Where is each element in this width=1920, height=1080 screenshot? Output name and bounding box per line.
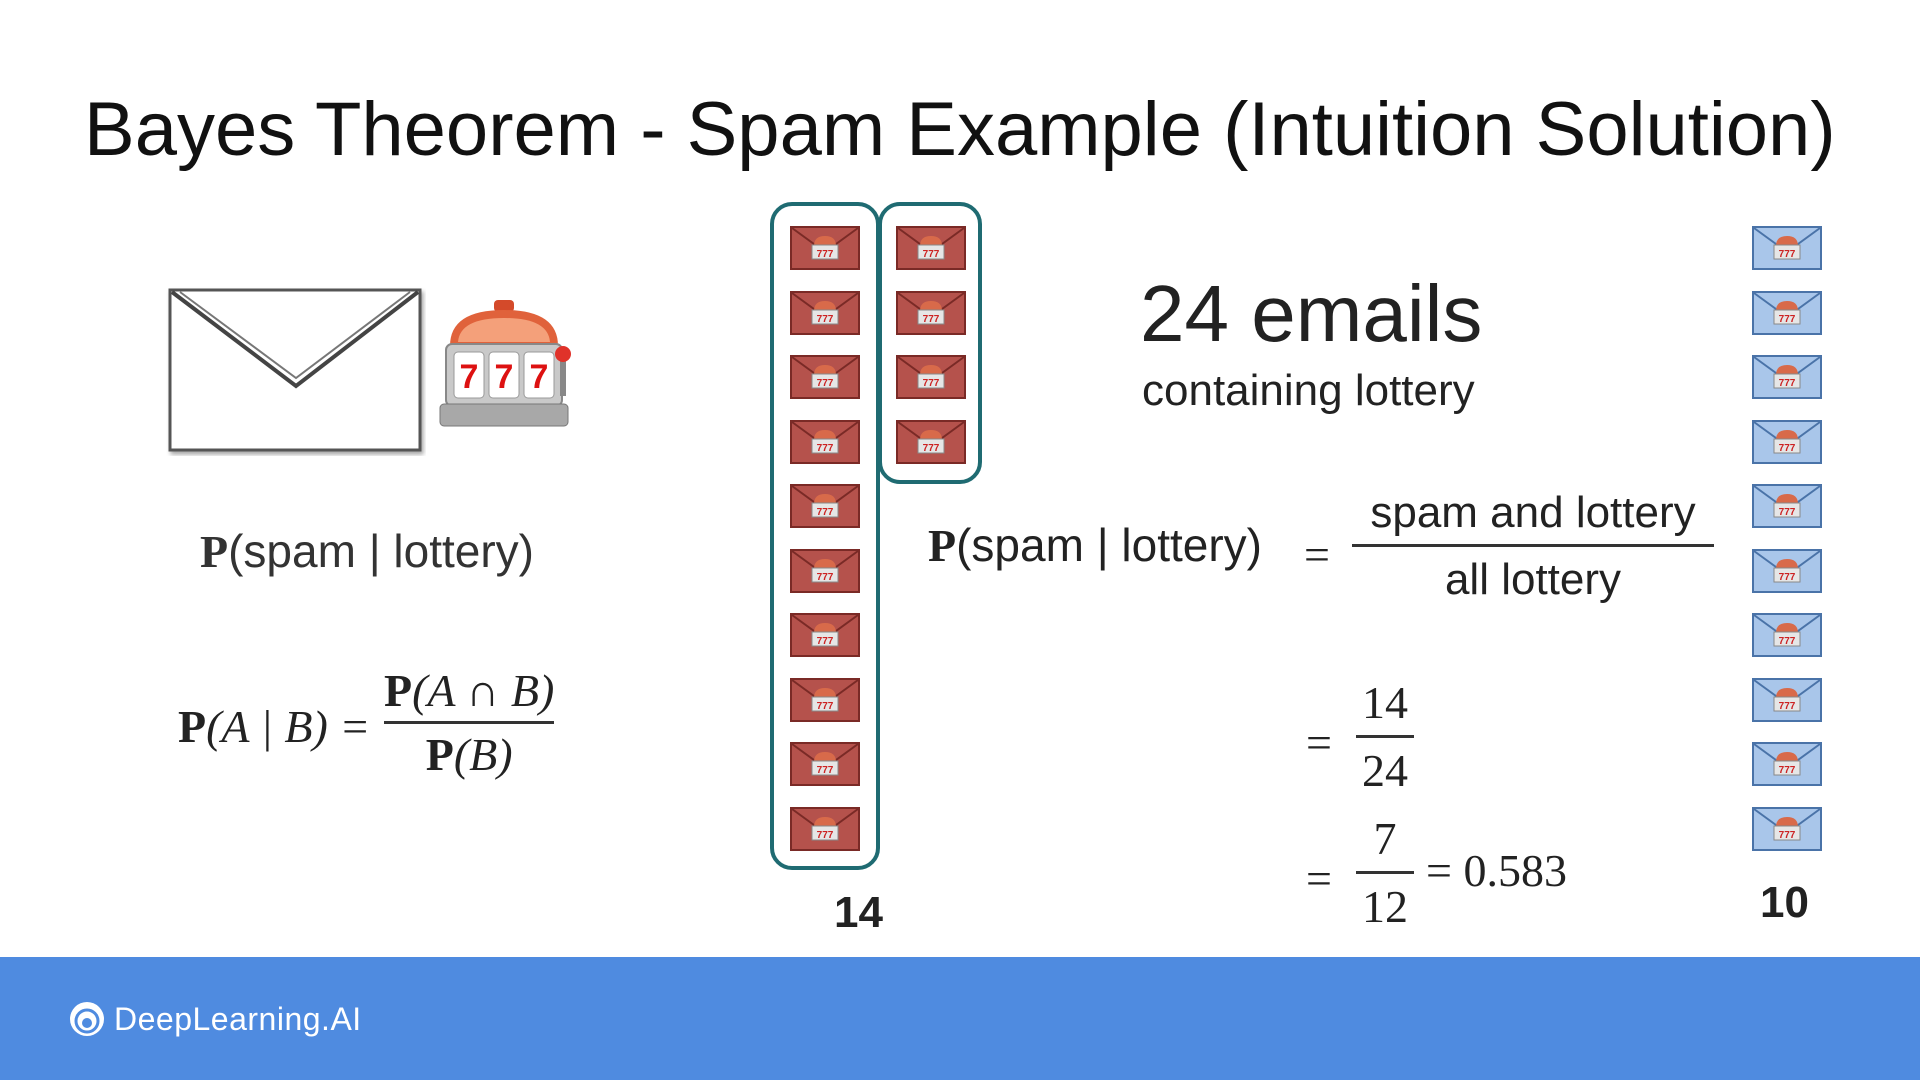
ham-email-icon: 777 xyxy=(1752,484,1822,528)
emails-subheading: containing lottery xyxy=(1142,366,1475,416)
spam-email-icon: 777 xyxy=(896,355,966,399)
svg-text:7: 7 xyxy=(530,358,549,396)
svg-text:777: 777 xyxy=(1779,572,1796,583)
equation-fraction-bar xyxy=(1352,544,1714,547)
spam-email-icon: 777 xyxy=(790,678,860,722)
svg-text:777: 777 xyxy=(1779,507,1796,518)
ham-email-icon: 777 xyxy=(1752,613,1822,657)
formula-fraction-bar xyxy=(384,721,554,724)
equation-numerator: spam and lottery xyxy=(1370,488,1695,538)
equation-lhs: P(spam | lottery) xyxy=(928,518,1262,572)
svg-text:777: 777 xyxy=(817,636,834,647)
spam-email-icon: 777 xyxy=(790,355,860,399)
step2-denominator: 24 xyxy=(1362,744,1408,797)
deeplearning-logo-icon xyxy=(68,1000,106,1038)
emails-heading: 24 emails xyxy=(1140,268,1482,360)
svg-text:7: 7 xyxy=(495,358,514,396)
spam-email-icon: 777 xyxy=(790,613,860,657)
svg-text:777: 777 xyxy=(817,830,834,841)
equation-equals: = xyxy=(1304,528,1330,581)
svg-text:777: 777 xyxy=(1779,378,1796,389)
svg-text:777: 777 xyxy=(923,249,940,260)
svg-text:777: 777 xyxy=(817,378,834,389)
step3-fraction-bar xyxy=(1356,871,1414,874)
ham-email-icon: 777 xyxy=(1752,226,1822,270)
spam-email-icon: 777 xyxy=(790,291,860,335)
formula-lhs-rest: (A | B) = xyxy=(206,701,370,752)
footer-brand: DeepLearning.AI xyxy=(114,1001,362,1038)
ham-email-icon: 777 xyxy=(1752,549,1822,593)
spam-email-icon: 777 xyxy=(790,549,860,593)
step3-fraction: 7 12 xyxy=(1356,812,1414,933)
left-query-text: (spam | lottery) xyxy=(228,525,534,577)
svg-text:777: 777 xyxy=(1779,830,1796,841)
envelope-icon xyxy=(166,286,426,456)
svg-text:777: 777 xyxy=(923,443,940,454)
svg-text:777: 777 xyxy=(817,314,834,325)
spam-email-icon: 777 xyxy=(790,420,860,464)
ham-email-icon: 777 xyxy=(1752,742,1822,786)
ham-email-icon: 777 xyxy=(1752,291,1822,335)
spam-count: 14 xyxy=(834,888,883,938)
spam-email-icon: 777 xyxy=(790,484,860,528)
step2-equals: = xyxy=(1306,716,1332,769)
spam-email-icon: 777 xyxy=(896,420,966,464)
svg-text:777: 777 xyxy=(817,507,834,518)
bayes-formula-lhs: P(A | B) = xyxy=(178,700,370,753)
ham-email-icon: 777 xyxy=(1752,420,1822,464)
svg-text:777: 777 xyxy=(817,443,834,454)
ham-count: 10 xyxy=(1760,878,1809,928)
ham-email-icon: 777 xyxy=(1752,678,1822,722)
footer-logo: DeepLearning.AI xyxy=(68,1000,362,1038)
svg-text:777: 777 xyxy=(1779,314,1796,325)
svg-text:777: 777 xyxy=(817,765,834,776)
svg-text:7: 7 xyxy=(460,358,479,396)
bayes-formula-fraction: P(A ∩ B) P(B) xyxy=(384,664,554,781)
svg-text:777: 777 xyxy=(923,314,940,325)
svg-text:777: 777 xyxy=(1779,636,1796,647)
svg-text:777: 777 xyxy=(817,249,834,260)
spam-email-icon: 777 xyxy=(790,742,860,786)
step3-denominator: 12 xyxy=(1362,880,1408,933)
spam-email-icon: 777 xyxy=(790,226,860,270)
spam-email-icon: 777 xyxy=(790,807,860,851)
formula-denominator: P(B) xyxy=(426,728,513,781)
step2-numerator: 14 xyxy=(1362,676,1408,729)
spam-email-icon: 777 xyxy=(896,226,966,270)
svg-text:777: 777 xyxy=(817,701,834,712)
ham-email-icon: 777 xyxy=(1752,807,1822,851)
formula-numerator: P(A ∩ B) xyxy=(384,664,554,717)
slide-title: Bayes Theorem - Spam Example (Intuition … xyxy=(84,86,1836,173)
svg-text:777: 777 xyxy=(1779,701,1796,712)
step3-equals: = xyxy=(1306,852,1332,905)
svg-text:777: 777 xyxy=(923,378,940,389)
step3-numerator: 7 xyxy=(1374,812,1397,865)
step2-fraction: 14 24 xyxy=(1356,676,1414,797)
step3-result: = 0.583 xyxy=(1426,844,1567,897)
formula-lhs-P: P xyxy=(178,701,206,752)
ham-email-icon: 777 xyxy=(1752,355,1822,399)
svg-text:777: 777 xyxy=(1779,249,1796,260)
left-query-P: P xyxy=(200,526,228,577)
svg-text:777: 777 xyxy=(1779,443,1796,454)
left-query: P(spam | lottery) xyxy=(200,524,534,578)
slot-machine-icon: 7 7 7 xyxy=(436,296,572,436)
spam-email-icon: 777 xyxy=(896,291,966,335)
equation-denominator: all lottery xyxy=(1445,555,1621,605)
step2-fraction-bar xyxy=(1356,735,1414,738)
equation-fraction: spam and lottery all lottery xyxy=(1352,488,1714,605)
svg-text:777: 777 xyxy=(1779,765,1796,776)
svg-text:777: 777 xyxy=(817,572,834,583)
